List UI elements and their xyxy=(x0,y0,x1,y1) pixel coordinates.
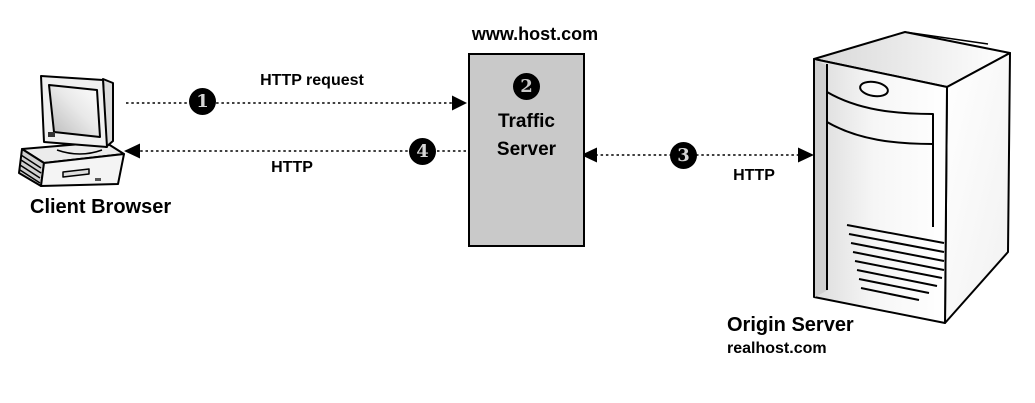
arrowhead-right-icon xyxy=(798,147,814,163)
arrowhead-left-icon xyxy=(581,147,597,163)
http-response-label: HTTP xyxy=(271,159,313,176)
traffic-server-name-label: Traffic Server xyxy=(496,111,557,160)
server-vent-lines xyxy=(846,224,945,301)
step-badge-1: 1 xyxy=(189,88,216,115)
http-request-label: HTTP request xyxy=(260,72,364,89)
arrowhead-right-icon xyxy=(452,95,467,111)
arrow-http-origin xyxy=(581,147,814,163)
step-badge-2: 2 xyxy=(513,73,540,100)
traffic-server-domain-label: www.host.com xyxy=(471,24,599,44)
arrowhead-left-icon xyxy=(124,143,140,159)
step-badge-4: 4 xyxy=(409,138,436,165)
origin-server-label: Origin Server xyxy=(727,314,854,336)
arrow-http-request xyxy=(126,95,467,111)
origin-server-icon xyxy=(813,31,1011,324)
traffic-server-box: 2 Traffic Server xyxy=(468,53,585,247)
client-browser-label: Client Browser xyxy=(30,196,172,218)
origin-server-hostname-label: realhost.com xyxy=(727,340,827,357)
step-badge-3: 3 xyxy=(670,142,697,169)
client-computer-icon xyxy=(18,75,125,187)
http-origin-label: HTTP xyxy=(733,167,775,184)
